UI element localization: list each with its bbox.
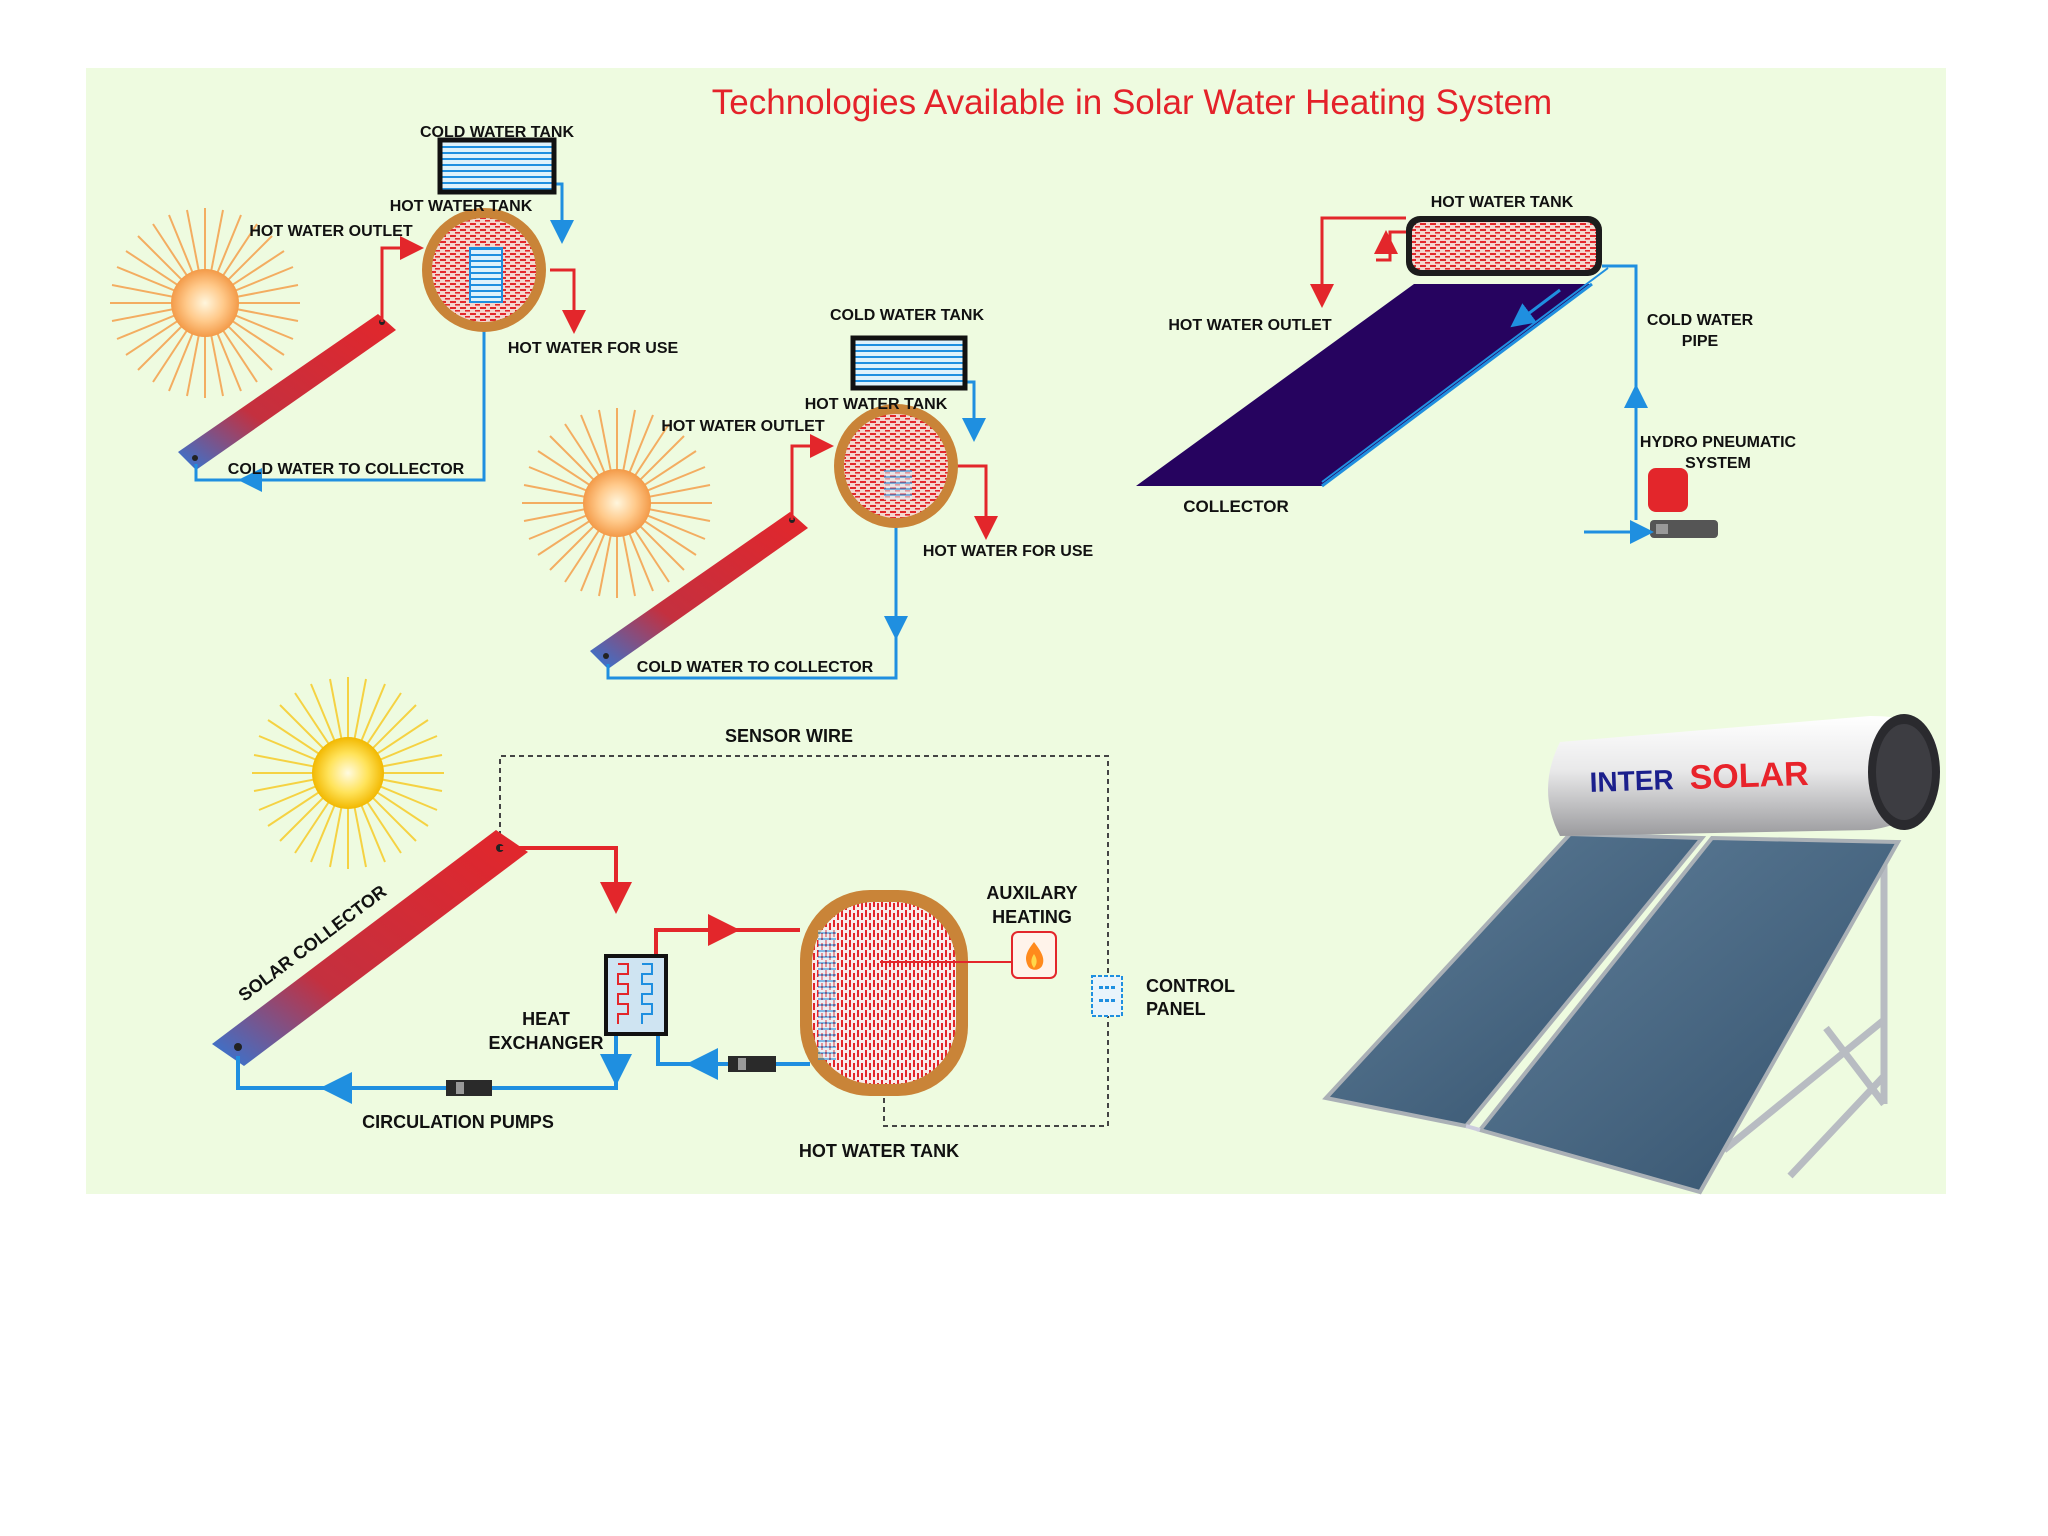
label-collector: COLLECTOR [1183,497,1288,516]
label-hot-water-outlet: HOT WATER OUTLET [249,223,412,240]
circulation-pump [728,1056,776,1072]
label-control-2: PANEL [1146,999,1206,1019]
label-hot-water-tank: HOT WATER TANK [1431,194,1574,211]
label-hot-water-tank: HOT WATER TANK [805,396,948,413]
label-cold-water-tank: COLD WATER TANK [420,124,575,141]
diagram-1-thermosiphon: COLD WATER TANK HOT WATER TANK HOT WATER… [110,124,679,492]
brand-solar: SOLAR [1689,755,1809,797]
label-circulation-pumps: CIRCULATION PUMPS [362,1112,554,1132]
label-auxiliary-2: HEATING [992,907,1072,927]
label-hot-water-tank: HOT WATER TANK [390,198,533,215]
label-hot-water-for-use: HOT WATER FOR USE [508,340,679,357]
label-cold-water-tank: COLD WATER TANK [830,307,985,324]
hot-pipe [380,236,424,322]
label-sensor-wire: SENSOR WIRE [725,726,853,746]
hot-water-for-use-pipe [550,268,586,334]
hot-water-tank [800,890,968,1096]
label-hot-water-outlet: HOT WATER OUTLET [1168,317,1331,334]
label-cold-water-pipe-2: PIPE [1682,333,1719,350]
page-title: Technologies Available in Solar Water He… [712,83,1552,122]
sun-icon [252,677,444,869]
diagram-2-thermosiphon: COLD WATER TANK HOT WATER TANK HOT WATER… [522,307,1094,680]
label-auxiliary-1: AUXILARY [986,883,1077,903]
hot-water-for-use-pipe [956,464,998,540]
hot-supply-pipe [500,846,632,914]
sun-icon [522,408,712,598]
cold-return-pipe [194,310,486,482]
cold-supply-pipe [962,380,986,442]
label-hot-water-outlet: HOT WATER OUTLET [661,418,824,435]
flat-plate-collector [1136,267,1609,488]
sensor-wire [499,755,1109,1127]
hot-pipe [790,434,834,520]
label-hydro-pneumatic-1: HYDRO PNEUMATIC [1640,434,1797,451]
hot-water-tank [422,208,546,332]
brand-inter: INTER [1589,764,1674,798]
label-cold-water-pipe-1: COLD WATER [1647,312,1754,329]
inter-solar-product-image: INTER SOLAR [1322,714,1940,1195]
hot-water-outlet-pipe [1310,216,1406,308]
label-hot-water-tank: HOT WATER TANK [799,1141,959,1161]
label-heat-exchanger-1: HEAT [522,1009,570,1029]
circulation-pump [446,1080,492,1096]
auxiliary-heater-flame-icon [1011,931,1057,979]
control-panel-icon [1091,975,1123,1017]
hot-water-tank [834,404,958,528]
heat-exchanger [604,954,668,1036]
label-heat-exchanger-2: EXCHANGER [488,1033,603,1053]
label-hydro-pneumatic-2: SYSTEM [1685,455,1751,472]
cold-water-tank [437,137,557,195]
label-control-1: CONTROL [1146,976,1235,996]
diagram-3-pressurized: HOT WATER TANK HOT WATER OUTLET COLD WAT… [1136,194,1797,544]
hydro-pneumatic-pump [1648,468,1718,538]
hot-water-tank [1406,216,1602,276]
cold-water-tank [850,335,968,391]
label-cold-water-to-collector: COLD WATER TO COLLECTOR [637,659,874,676]
sun-icon [110,208,300,398]
label-cold-water-to-collector: COLD WATER TO COLLECTOR [228,461,465,478]
label-hot-water-for-use: HOT WATER FOR USE [923,543,1094,560]
cold-supply-pipe [550,182,574,244]
